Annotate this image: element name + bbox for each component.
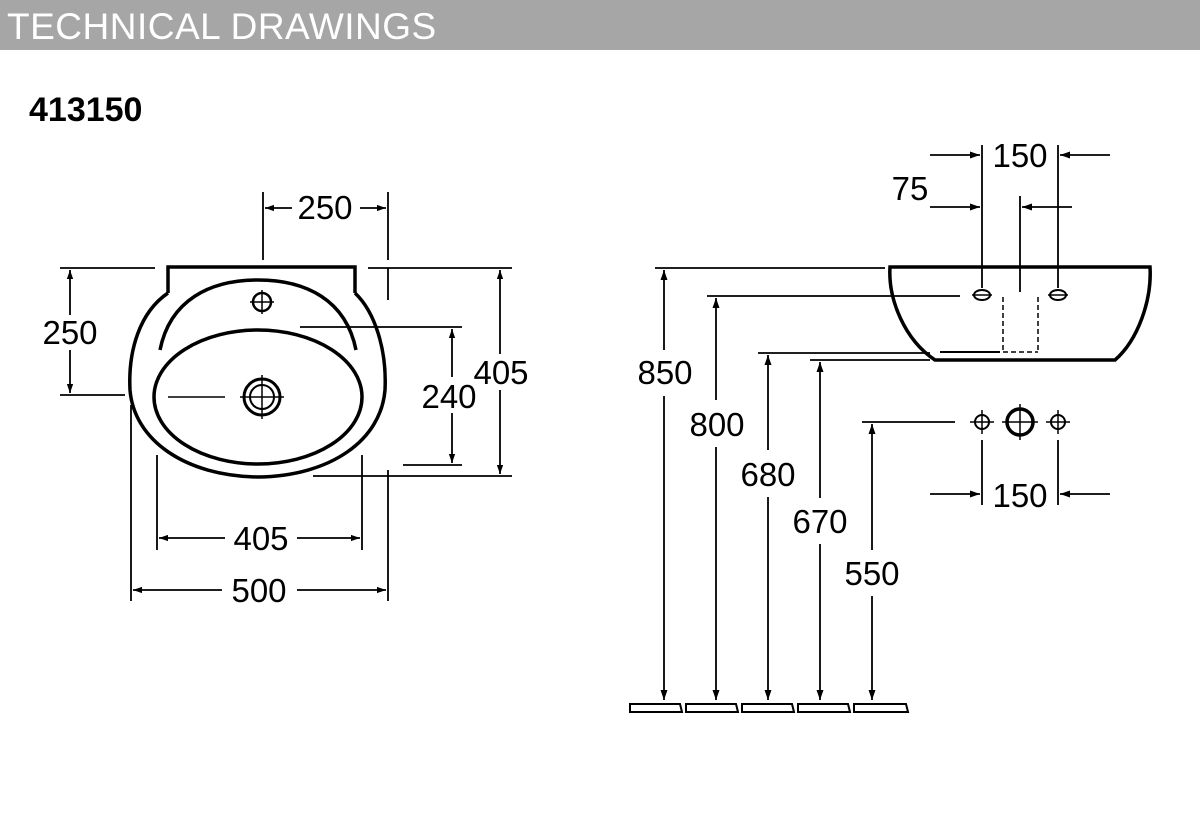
side-tap-holes <box>972 289 1068 301</box>
plan-view <box>60 192 512 601</box>
waste-pipe-dashed <box>1002 297 1039 353</box>
side-view <box>655 145 1152 700</box>
dim-tap-spacing-bottom: 150 <box>992 477 1047 514</box>
dim-inner-height: 240 <box>421 378 476 415</box>
plan-dimension-lines <box>66 204 504 594</box>
dim-tap-offset: 75 <box>892 170 929 207</box>
basin-bowl <box>152 328 364 466</box>
dim-tap-spacing-top: 150 <box>992 137 1047 174</box>
side-reference-lines <box>655 267 960 423</box>
dim-total-width: 500 <box>231 572 286 609</box>
dim-inner-width: 405 <box>233 520 288 557</box>
floor-plates <box>629 703 910 713</box>
header-title: TECHNICAL DRAWINGS <box>7 6 437 47</box>
dim-height-550: 550 <box>844 555 899 592</box>
basin-outer-rim <box>128 291 387 479</box>
header-bar: TECHNICAL DRAWINGS <box>0 0 1200 50</box>
dim-total-depth: 405 <box>473 354 528 391</box>
dim-height-800: 800 <box>689 406 744 443</box>
side-height-lines <box>660 270 876 700</box>
dim-height-850: 850 <box>637 354 692 391</box>
plan-extension-lines <box>60 192 512 601</box>
dim-height-680: 680 <box>740 456 795 493</box>
drain-hole <box>168 375 284 419</box>
model-number: 413150 <box>29 91 143 129</box>
connection-points <box>970 404 1070 505</box>
tap-hole <box>250 290 274 314</box>
basin-back-plate <box>166 265 357 293</box>
side-top-dim-lines <box>930 151 1110 498</box>
dim-left-height: 250 <box>42 314 97 351</box>
dim-height-670: 670 <box>792 503 847 540</box>
basin-inner-rim <box>158 278 358 351</box>
basin-side-profile <box>888 265 1152 362</box>
dim-top-width: 250 <box>297 189 352 226</box>
